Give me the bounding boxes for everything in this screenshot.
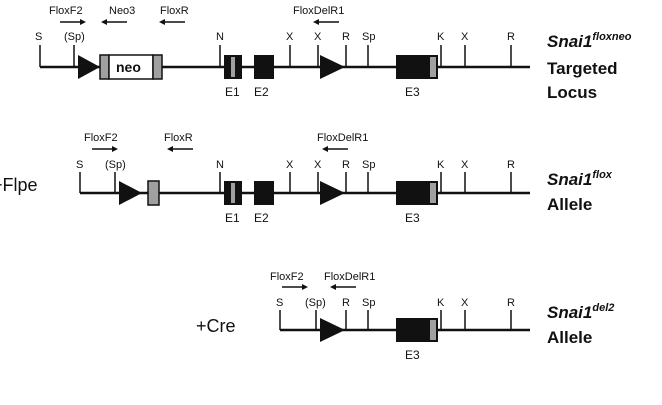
site-x: X — [461, 159, 469, 171]
panel-flox-allele: +Flpe FloxF2 FloxR FloxDelR1 S (Sp) N X … — [0, 132, 613, 225]
primer-arrow-neo3 — [101, 19, 127, 25]
side-label-cre: +Cre — [196, 316, 236, 336]
site-x: X — [314, 159, 322, 171]
primer-label-floxdelr1: FloxDelR1 — [293, 5, 344, 17]
primer-arrow-floxf2 — [92, 146, 118, 152]
primer-arrow-floxdelr1 — [322, 146, 348, 152]
allele-title: Snai1del2 — [547, 302, 614, 322]
site-sp-parenthetical: (Sp) — [305, 297, 326, 309]
site-r: R — [342, 297, 350, 309]
exon-e3-utr — [430, 57, 436, 77]
site-sp: Sp — [362, 297, 375, 309]
exon-label-e3: E3 — [405, 211, 420, 225]
exon-label-e1: E1 — [225, 211, 240, 225]
exon-e2-block — [254, 181, 274, 205]
loxp-triangle — [320, 181, 345, 205]
site-r: R — [507, 297, 515, 309]
site-x: X — [461, 31, 469, 43]
exon-e3-utr — [430, 183, 436, 203]
site-s: S — [76, 159, 83, 171]
allele-subtitle-line1: Allele — [547, 195, 592, 214]
neo-cassette — [108, 54, 154, 80]
primer-arrow-floxf2 — [60, 19, 86, 25]
site-sp-parenthetical: (Sp) — [64, 31, 85, 43]
site-x: X — [286, 159, 294, 171]
primer-label-floxf2: FloxF2 — [49, 5, 83, 17]
site-x: X — [286, 31, 294, 43]
site-r: R — [342, 31, 350, 43]
primer-label-floxdelr1: FloxDelR1 — [324, 271, 375, 283]
primer-label-floxr: FloxR — [164, 132, 193, 144]
neo-cassette-label: neo — [116, 59, 141, 75]
exon-label-e3: E3 — [405, 85, 420, 99]
exon-e2-block — [254, 55, 274, 79]
panel-del2-allele: +Cre FloxF2 FloxDelR1 S (Sp) R Sp K X R — [196, 271, 614, 362]
site-n: N — [216, 159, 224, 171]
loxp-triangle — [119, 181, 142, 205]
site-ticks — [39, 45, 512, 67]
site-x: X — [314, 31, 322, 43]
primer-label-floxf2: FloxF2 — [84, 132, 118, 144]
exon-e1-utr — [231, 57, 235, 77]
primer-arrow-floxf2 — [282, 284, 308, 290]
site-sp: Sp — [362, 159, 375, 171]
primer-label-floxf2: FloxF2 — [270, 271, 304, 283]
exon-e3-utr — [430, 320, 436, 340]
primer-label-floxdelr1: FloxDelR1 — [317, 132, 368, 144]
site-r: R — [507, 31, 515, 43]
site-x: X — [461, 297, 469, 309]
exon-label-e1: E1 — [225, 85, 240, 99]
allele-title: Snai1floxneo — [547, 31, 632, 51]
loxp-triangle — [78, 55, 100, 79]
exon-e1-utr — [231, 183, 235, 203]
allele-subtitle-line2: Locus — [547, 83, 597, 102]
site-s: S — [276, 297, 283, 309]
allele-title: Snai1flox — [547, 169, 613, 189]
frt-site — [99, 54, 110, 80]
loxp-triangle — [320, 55, 345, 79]
site-ticks — [79, 172, 512, 193]
site-s: S — [35, 31, 42, 43]
primer-arrow-floxdelr1 — [313, 19, 339, 25]
site-k: K — [437, 31, 445, 43]
primer-arrow-floxdelr1 — [330, 284, 356, 290]
allele-subtitle-line1: Targeted — [547, 59, 618, 78]
primer-label-floxr: FloxR — [160, 5, 189, 17]
loxp-triangle — [320, 318, 345, 342]
exon-label-e2: E2 — [254, 85, 269, 99]
frt-site — [152, 54, 163, 80]
side-label-flpe: +Flpe — [0, 175, 38, 195]
site-k: K — [437, 297, 445, 309]
site-n: N — [216, 31, 224, 43]
primer-arrow-floxr — [159, 19, 185, 25]
panel-targeted-locus: FloxF2 Neo3 FloxR FloxDelR1 S (Sp) N X X… — [35, 5, 632, 102]
exon-label-e2: E2 — [254, 211, 269, 225]
site-sp-parenthetical: (Sp) — [105, 159, 126, 171]
site-r: R — [342, 159, 350, 171]
frt-site — [147, 180, 160, 206]
exon-label-e3: E3 — [405, 348, 420, 362]
site-sp: Sp — [362, 31, 375, 43]
site-r: R — [507, 159, 515, 171]
primer-label-neo3: Neo3 — [109, 5, 135, 17]
primer-arrow-floxr — [167, 146, 193, 152]
site-ticks — [279, 310, 512, 330]
allele-subtitle-line1: Allele — [547, 328, 592, 347]
site-k: K — [437, 159, 445, 171]
